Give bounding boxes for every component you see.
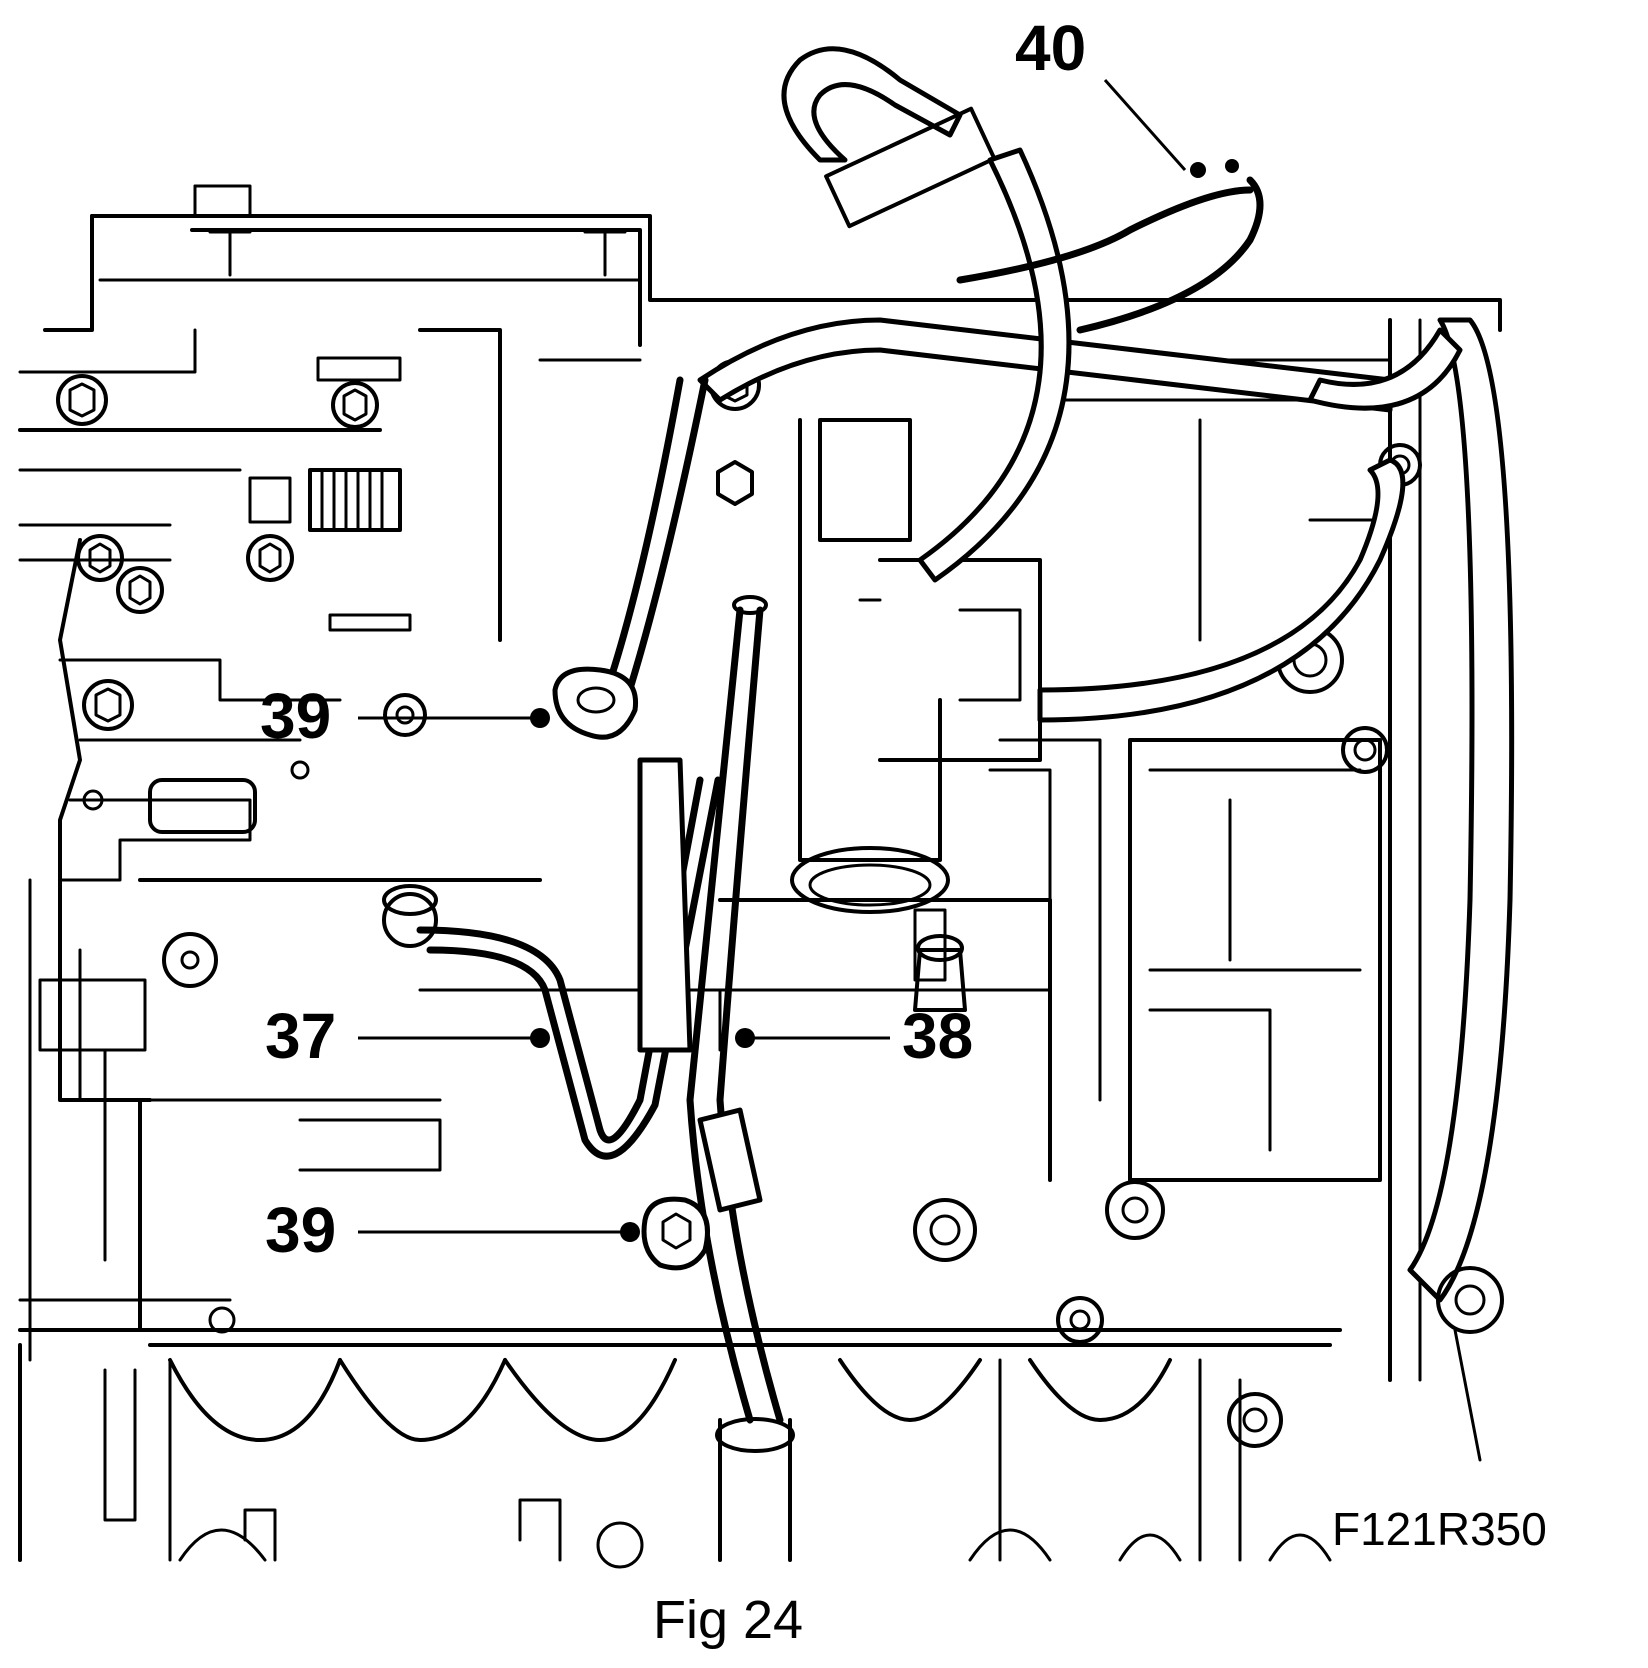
cap-icon	[916, 934, 964, 962]
hex-bolt-icon	[82, 679, 134, 731]
callout-40-leader	[1103, 79, 1187, 171]
callout-40-label: 40	[1015, 12, 1086, 84]
ring-terminal-icon	[382, 892, 438, 948]
tube-37	[416, 776, 704, 1144]
hex-bolt-icon	[116, 566, 164, 614]
round-bolt-icon	[1227, 1392, 1283, 1448]
curved-hose	[917, 147, 1072, 583]
hoses	[382, 46, 1463, 1562]
ribbed-fitting-icon	[248, 468, 402, 532]
clip-39-lower	[641, 1196, 710, 1271]
stud-bolt-icon	[316, 356, 402, 382]
round-bolt-icon	[1105, 1180, 1165, 1240]
stud-bolt-icon	[583, 228, 627, 277]
callout-39-upper-label: 39	[260, 680, 331, 752]
clip-39-upper	[552, 666, 639, 740]
callouts: 40 39 37 38 39	[260, 12, 1187, 1266]
hex-bolt-icon	[716, 460, 754, 506]
figure-caption: Fig 24	[653, 1590, 803, 1650]
connector-block	[824, 106, 997, 229]
engine-block	[18, 184, 1515, 1569]
hex-bolt-icon	[56, 374, 108, 426]
round-bolt-icon	[1056, 1296, 1104, 1344]
round-bolt-icon	[162, 932, 218, 988]
round-bolt-icon	[913, 1198, 977, 1262]
stud-bolt-icon	[208, 228, 252, 277]
top-right-hose	[1307, 327, 1463, 411]
hex-bolt-icon	[76, 534, 124, 582]
bolts	[56, 228, 1422, 1448]
round-bolt-icon	[1341, 726, 1389, 774]
tube-sleeve	[637, 757, 693, 1053]
wire-harness-40b	[1076, 176, 1264, 334]
callout-37-label: 37	[265, 1000, 336, 1072]
callout-38-label: 38	[902, 1000, 973, 1072]
wire-harness-40	[956, 186, 1254, 284]
small-hole-icon	[82, 760, 310, 811]
stud-bolt-icon	[328, 613, 412, 632]
upper-loop-hose	[781, 46, 963, 163]
right-hose	[1037, 457, 1406, 723]
figure-reference-code: F121R350	[1332, 1503, 1547, 1555]
round-bolt-icon	[383, 693, 427, 737]
callout-39-lower-label: 39	[265, 1194, 336, 1266]
dipstick-tube-38	[686, 606, 754, 1424]
hex-bolt-icon	[246, 534, 294, 582]
cap-icon	[913, 948, 967, 1012]
upper-tube	[596, 376, 709, 724]
hex-bolt-icon	[331, 381, 379, 429]
